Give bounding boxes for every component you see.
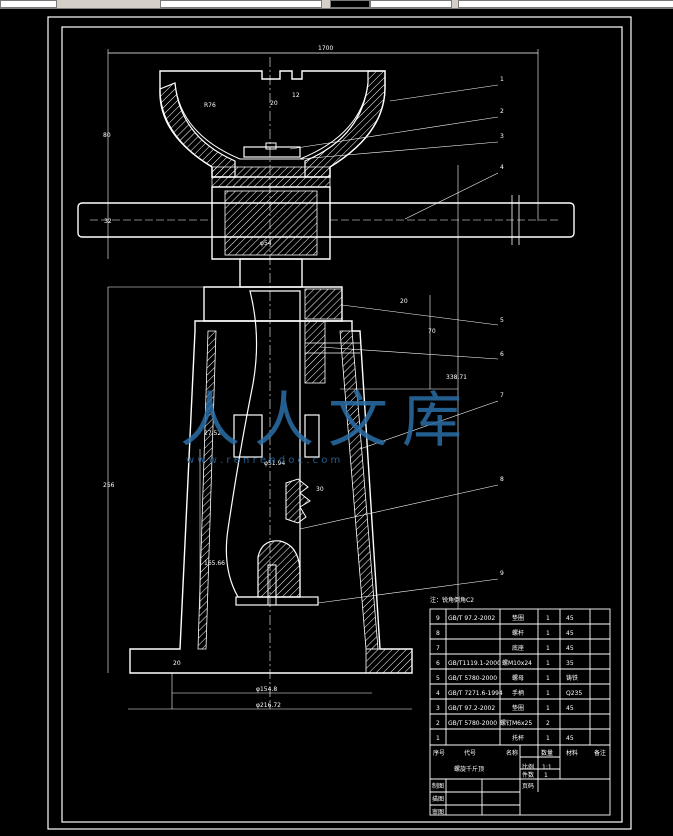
bom-name: 螺钉M6x25 <box>500 719 532 727</box>
bom-qty: 1 <box>546 690 550 697</box>
bom-no: 8 <box>436 630 440 637</box>
bom-no: 2 <box>436 720 440 727</box>
bom-no: 7 <box>436 645 440 652</box>
bom-qty: 1 <box>546 705 550 712</box>
bom-qty: 1 <box>546 645 550 652</box>
bom-name: 螺母 <box>512 674 524 682</box>
watermark-text: 人人文库 <box>180 386 476 456</box>
bom-no: 1 <box>436 735 440 742</box>
leader-1: 1 <box>500 76 504 83</box>
bom-mat: 45 <box>566 705 574 712</box>
bom-header-qty: 数量 <box>541 749 553 757</box>
bom-code: GB/T 7271.6-1994 <box>448 690 503 697</box>
bom-qty: 1 <box>546 660 550 667</box>
bom-header-remark: 备注 <box>594 749 606 757</box>
bom-header-mat: 材料 <box>566 749 578 757</box>
toolbar-field-4[interactable] <box>370 0 452 8</box>
bom-mat: Q235 <box>566 690 582 697</box>
bom-name: 螺M10x24 <box>502 659 532 667</box>
leader-6: 6 <box>500 351 504 358</box>
dim-overall-width: 1700 <box>318 45 333 52</box>
dim-base-inner: φ154.8 <box>256 686 277 693</box>
note-text: 注：锐角倒角C2 <box>430 596 474 604</box>
ratio-label: 比例 <box>522 763 534 771</box>
bom-header-name: 名称 <box>506 749 518 757</box>
drawn-label: 制图 <box>432 782 444 790</box>
dim-handle-size: 32 <box>104 218 112 225</box>
bom-qty: 1 <box>546 615 550 622</box>
bom-code: GB/T 5780-2000 <box>448 720 497 727</box>
bom-no: 6 <box>436 660 440 667</box>
bom-name: 手柄 <box>512 689 524 697</box>
bom-no: 4 <box>436 690 440 697</box>
leader-9: 9 <box>500 570 504 577</box>
bom-mat: 45 <box>566 735 574 742</box>
toolbar-field-2[interactable] <box>160 0 322 8</box>
bom-mat: 35 <box>566 660 574 667</box>
toolbar-field-1[interactable] <box>0 0 57 8</box>
bom-no: 3 <box>436 705 440 712</box>
leader-4: 4 <box>500 164 504 171</box>
dim-bowl-radius: R76 <box>204 102 216 109</box>
bom-no: 5 <box>436 675 440 682</box>
cad-canvas[interactable]: 1700 80 R76 20 12 32 φ54 20 70 338.71 27… <box>0 9 673 836</box>
toolbar <box>0 0 673 9</box>
watermark-url: w w w . r e n r e n d o c . c o m <box>186 455 340 466</box>
bom-code: GB/T 5780-2000 <box>448 675 497 682</box>
leader-3: 3 <box>500 133 504 140</box>
bom-name: 垫圈 <box>512 614 524 622</box>
dim-bowl-depth: 80 <box>103 132 111 139</box>
bom-header-no: 序号 <box>433 749 445 757</box>
bom-qty: 2 <box>546 720 550 727</box>
bom-name: 托杯 <box>512 734 524 742</box>
drafted-label: 描图 <box>432 795 444 803</box>
dim-travel: 338.71 <box>446 374 467 381</box>
review-label: 审图 <box>432 808 444 816</box>
bom-name: 螺杆 <box>512 629 524 637</box>
bom-qty: 1 <box>546 675 550 682</box>
dim-total-height: 256 <box>103 482 115 489</box>
drawing-svg: 1700 80 R76 20 12 32 φ54 20 70 338.71 27… <box>47 16 632 830</box>
dim-slot-width: 20 <box>270 100 278 107</box>
count-value: 1 <box>544 772 548 779</box>
dim-slot-depth: 12 <box>292 92 300 99</box>
dim-nut-height: 20 <box>400 298 408 305</box>
dim-bore: 27.52 <box>204 430 221 437</box>
dim-inner: φ51.94 <box>264 460 285 467</box>
bom-qty: 1 <box>546 735 550 742</box>
bom-code: GB/T 97.2-2002 <box>448 615 495 622</box>
toolbar-field-3[interactable] <box>330 0 370 8</box>
bom-header-code: 代号 <box>464 749 476 757</box>
dim-base-outer: φ216.72 <box>256 702 281 709</box>
outer-frame <box>47 16 632 830</box>
bom-mat: 45 <box>566 615 574 622</box>
bom-code: GB/T 97.2-2002 <box>448 705 495 712</box>
bom-table: 9 GB/T 97.2-2002 垫圈 1 45 8 螺杆 1 45 7 底座 … <box>433 614 606 757</box>
drawing-name: 螺旋千斤顶 <box>454 765 484 773</box>
dim-nut-dim: 70 <box>428 328 436 335</box>
bom-name: 垫圈 <box>512 704 524 712</box>
bom-code: GB/T1119.1-2000 <box>448 660 501 667</box>
bom-qty: 1 <box>546 630 550 637</box>
dim-screw-dia: φ54 <box>260 240 272 247</box>
page-label: 页码 <box>522 782 534 790</box>
leader-5: 5 <box>500 317 504 324</box>
bom-mat: 45 <box>566 645 574 652</box>
inner-frame <box>61 26 623 823</box>
bom-mat: 铸铁 <box>566 674 578 682</box>
count-label: 件数 <box>522 771 534 779</box>
leader-2: 2 <box>500 108 504 115</box>
leader-7: 7 <box>500 392 504 399</box>
dim-base-thk: 20 <box>173 660 181 667</box>
dim-fillet: 30 <box>316 486 324 493</box>
dim-lower: 165.66 <box>204 560 225 567</box>
ratio-value: 1:1 <box>542 764 552 771</box>
bom-no: 9 <box>436 615 440 622</box>
bom-name: 底座 <box>512 644 524 652</box>
bom-mat: 45 <box>566 630 574 637</box>
toolbar-field-5[interactable] <box>458 0 673 8</box>
leader-8: 8 <box>500 476 504 483</box>
